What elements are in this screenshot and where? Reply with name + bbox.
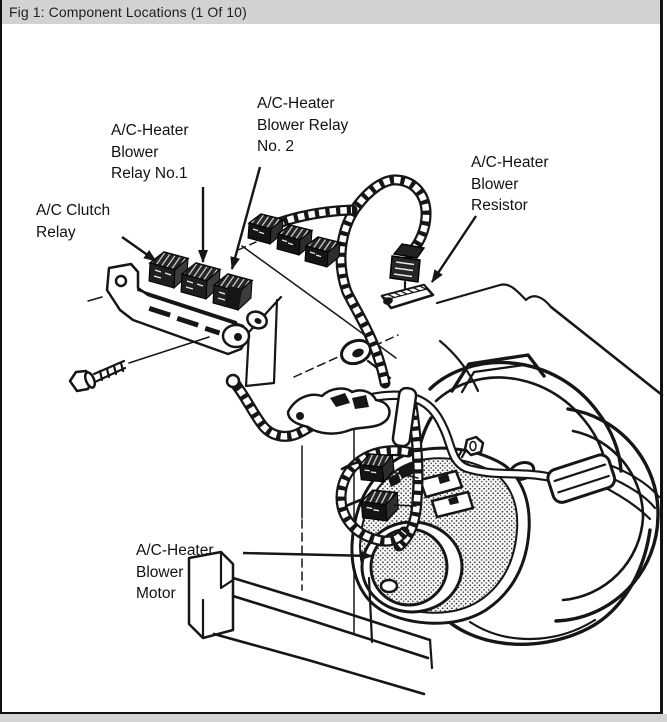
label-leaders <box>121 166 477 561</box>
label-ac-heater-blower-relay-no1: A/C-Heater Blower Relay No.1 <box>111 122 189 182</box>
mounting-screw <box>68 296 210 393</box>
frame-border-right <box>660 0 663 714</box>
harness-connector <box>389 243 426 295</box>
label-ac-heater-blower-motor: A/C-Heater Blower Motor <box>136 542 214 602</box>
leader-motor <box>242 550 373 561</box>
label-ac-heater-blower-relay-no2: A/C-Heater Blower Relay No. 2 <box>257 95 349 155</box>
relay-block <box>105 251 253 356</box>
leader-relay-no2 <box>230 166 262 270</box>
leader-resistor <box>431 215 477 283</box>
motor-connectors <box>340 449 419 525</box>
lower-duct-bracket <box>187 550 434 696</box>
blower-resistor <box>380 283 435 310</box>
label-ac-clutch-relay: A/C Clutch Relay <box>36 202 111 241</box>
label-ac-heater-blower-resistor: A/C-Heater Blower Resistor <box>471 154 549 214</box>
frame-bottom-strip <box>0 714 667 722</box>
figure-title-bar: Fig 1: Component Locations (1 Of 10) <box>2 0 660 24</box>
housing-clip <box>546 453 617 504</box>
harness-clamp <box>286 386 418 448</box>
blower-motor <box>360 520 464 614</box>
frame-border-bottom <box>0 712 663 714</box>
frame-border-left <box>0 0 2 714</box>
leader-clutch-relay <box>121 236 157 262</box>
blower-housing <box>410 353 660 646</box>
figure-title: Fig 1: Component Locations (1 Of 10) <box>9 4 247 20</box>
relay-connector-row <box>224 213 341 309</box>
